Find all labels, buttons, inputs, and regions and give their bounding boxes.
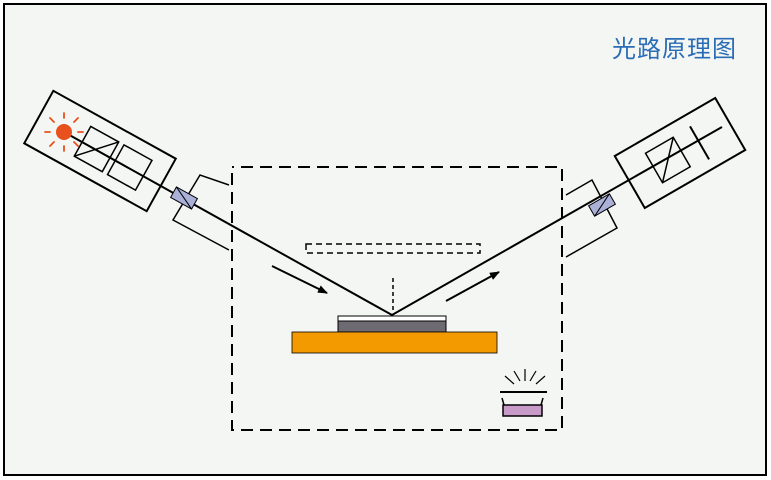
reflected-arrow xyxy=(445,271,500,302)
diagram-title: 光路原理图 xyxy=(612,35,737,63)
heater-stage xyxy=(291,331,498,354)
analyzer-arm-housing xyxy=(613,96,747,210)
light-source-sun-icon xyxy=(44,112,84,152)
sample-substrate xyxy=(337,320,447,333)
sample-film xyxy=(337,315,447,322)
incident-arrow xyxy=(271,265,328,294)
evaporation-boat-icon xyxy=(500,369,547,417)
shutter-plate xyxy=(305,243,481,254)
vacuum-chamber xyxy=(231,166,563,431)
diagram-background xyxy=(3,3,767,476)
entrance-window xyxy=(169,186,199,210)
exit-window xyxy=(587,193,617,217)
polarizer-arm-housing xyxy=(22,89,178,213)
